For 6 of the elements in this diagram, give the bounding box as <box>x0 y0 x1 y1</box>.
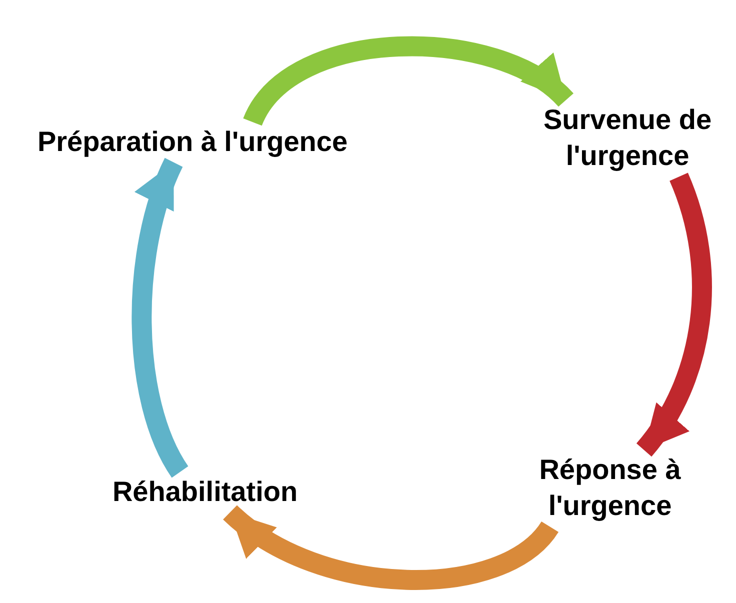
stage-label: Préparation à l'urgence <box>36 125 349 159</box>
stage-label: Réhabilitation <box>111 475 299 509</box>
stage-label: Survenue de l'urgence <box>542 103 713 174</box>
curved-arrow <box>132 158 189 478</box>
stage-label: Réponse à l'urgence <box>538 453 682 524</box>
curved-arrow <box>636 173 712 456</box>
